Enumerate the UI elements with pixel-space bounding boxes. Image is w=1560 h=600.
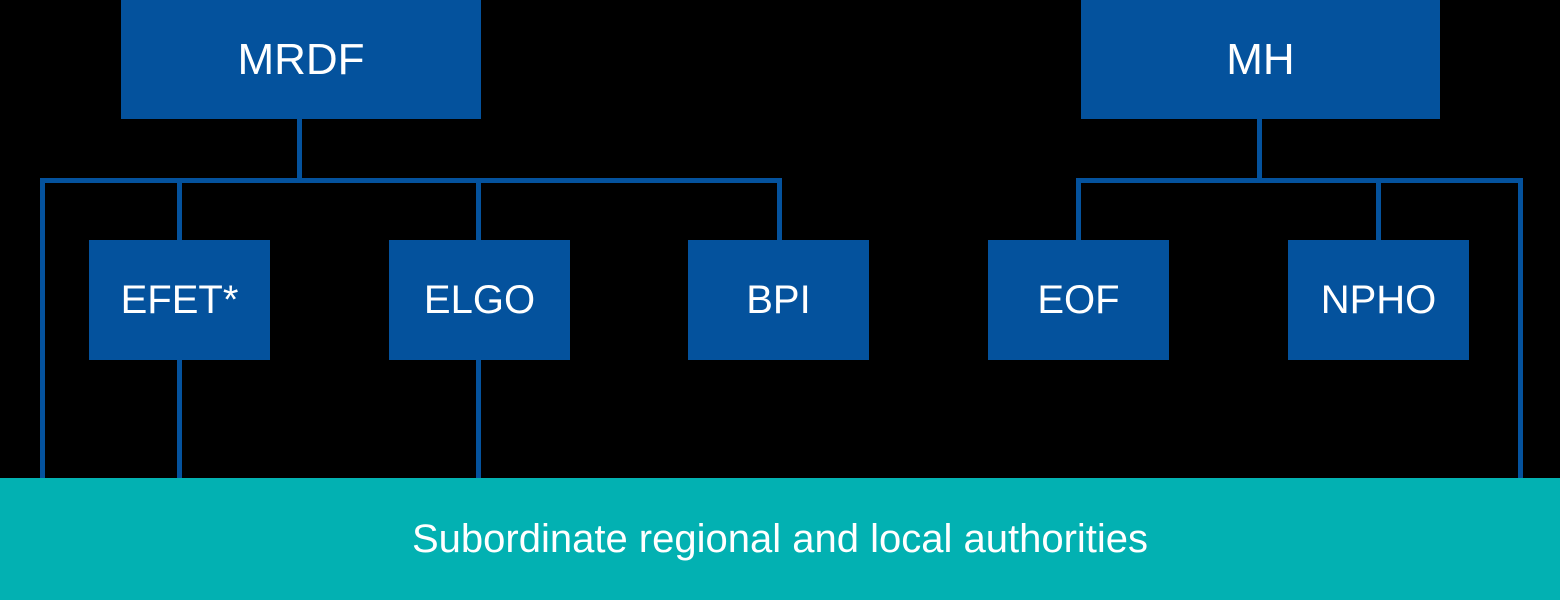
- connector-mh-right-spur: [1518, 178, 1523, 480]
- node-mrdf-label: MRDF: [237, 34, 365, 84]
- connector-mrdf-to-elgo: [476, 178, 481, 242]
- connector-mrdf-to-efet: [177, 178, 182, 242]
- node-npho-label: NPHO: [1320, 278, 1437, 322]
- node-mh-label: MH: [1226, 34, 1295, 84]
- subordinate-authorities-label: Subordinate regional and local authoriti…: [411, 517, 1149, 561]
- connector-mrdf-stem: [297, 119, 302, 182]
- node-efet-label: EFET*: [120, 278, 239, 322]
- connector-mrdf-bus: [40, 178, 782, 183]
- node-elgo-label: ELGO: [423, 278, 536, 322]
- node-bpi-label: BPI: [746, 278, 811, 322]
- connector-mrdf-left-spur: [40, 178, 45, 480]
- connector-mrdf-to-bpi: [777, 178, 782, 242]
- connector-mh-bus: [1076, 178, 1523, 183]
- node-eof[interactable]: EOF: [988, 240, 1169, 360]
- subordinate-authorities-band[interactable]: Subordinate regional and local authoriti…: [0, 478, 1560, 600]
- connector-mh-to-npho: [1376, 178, 1381, 242]
- connector-elgo-to-band: [476, 358, 481, 480]
- node-npho[interactable]: NPHO: [1288, 240, 1469, 360]
- node-eof-label: EOF: [1037, 278, 1120, 322]
- node-mh[interactable]: MH: [1081, 0, 1440, 119]
- node-efet[interactable]: EFET*: [89, 240, 270, 360]
- connector-efet-to-band: [177, 358, 182, 480]
- node-elgo[interactable]: ELGO: [389, 240, 570, 360]
- connector-mh-to-eof: [1076, 178, 1081, 242]
- connector-mh-stem: [1257, 119, 1262, 182]
- node-bpi[interactable]: BPI: [688, 240, 869, 360]
- node-mrdf[interactable]: MRDF: [121, 0, 481, 119]
